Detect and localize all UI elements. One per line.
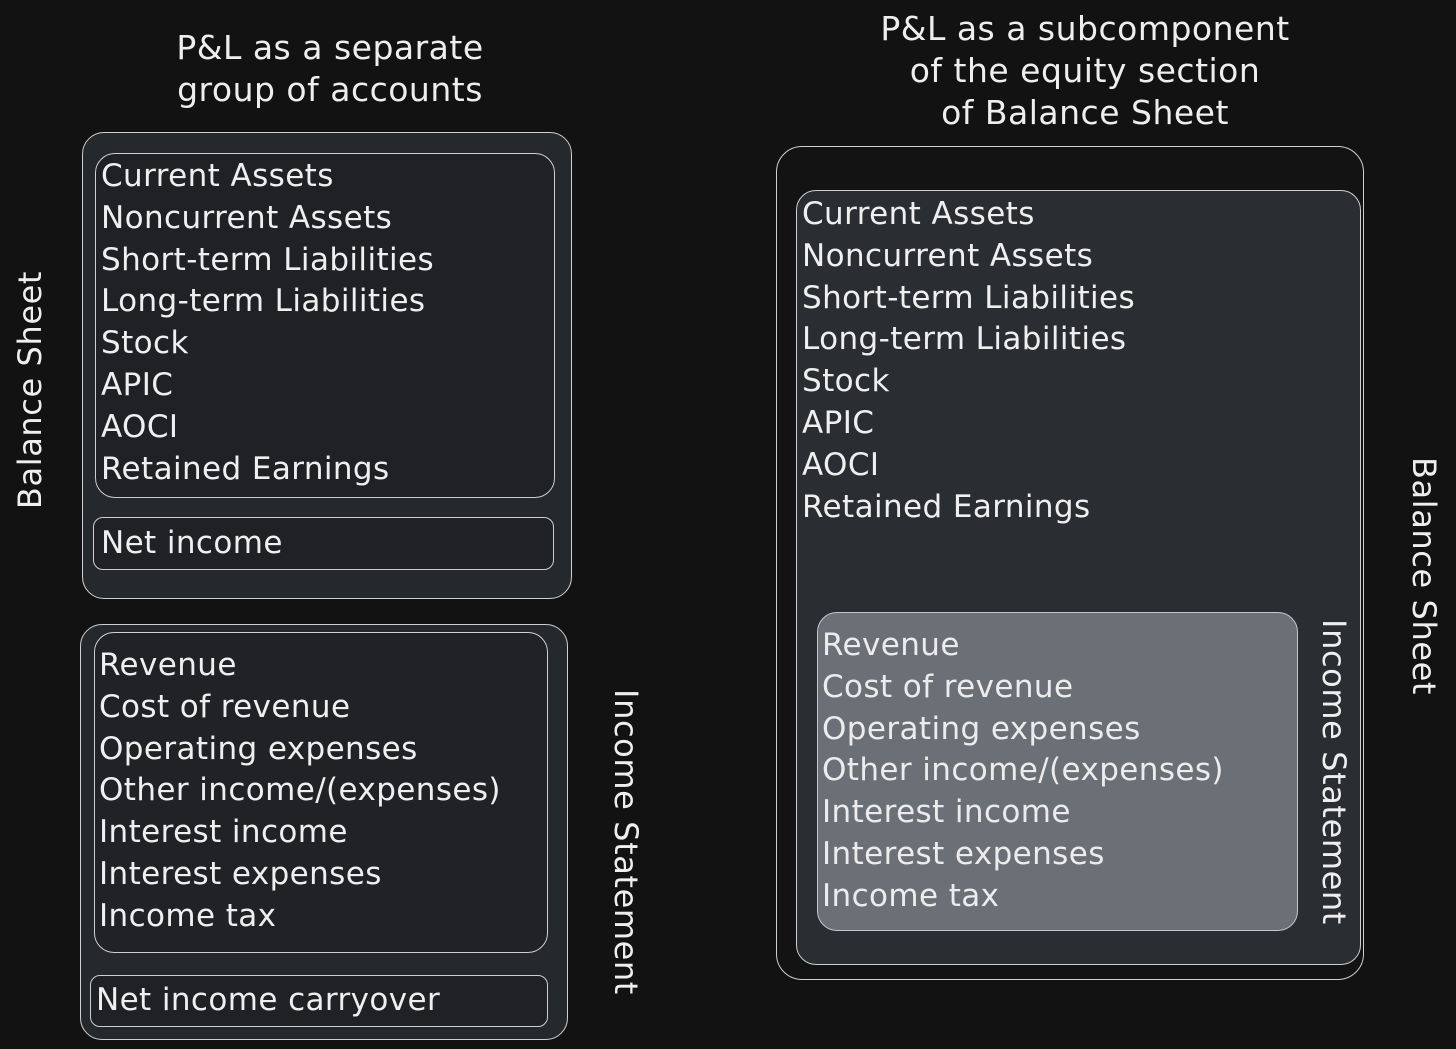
left-net-income-label: Net income — [101, 525, 283, 561]
right-title-line-1: P&L as a subcomponent — [880, 9, 1290, 48]
list-item: AOCI — [101, 408, 179, 445]
list-item: Other income/(expenses) — [822, 752, 1224, 789]
list-item: Noncurrent Assets — [101, 199, 393, 236]
list-item: Current Assets — [101, 158, 334, 194]
right-income-statement-label: Income Statement — [1315, 619, 1353, 925]
list-item: APIC — [101, 366, 174, 403]
list-item: Income tax — [99, 897, 277, 934]
left-balance-accounts-box — [95, 153, 555, 498]
list-item: Cost of revenue — [822, 668, 1074, 705]
list-item: Retained Earnings — [101, 450, 390, 487]
list-item: Current Assets — [802, 196, 1035, 232]
left-balance-accounts-list: Current Assets Noncurrent Assets Short-t… — [101, 156, 434, 490]
right-title: P&L as a subcomponent of the equity sect… — [860, 8, 1310, 134]
left-net-income-box — [93, 517, 554, 570]
left-title: P&L as a separate group of accounts — [130, 27, 530, 111]
list-item: Stock — [101, 325, 189, 362]
list-item: Noncurrent Assets — [802, 237, 1094, 274]
list-item: Short-term Liabilities — [802, 279, 1136, 316]
list-item: Interest income — [99, 814, 348, 851]
left-income-accounts-list: Revenue Cost of revenue Operating expens… — [99, 645, 501, 938]
list-item: Stock — [802, 363, 890, 400]
list-item: Revenue — [99, 647, 237, 683]
list-item: Operating expenses — [99, 730, 418, 767]
list-item: AOCI — [802, 446, 880, 483]
right-income-statement-box — [817, 612, 1298, 931]
list-item: APIC — [802, 404, 875, 441]
list-item: Income tax — [822, 877, 1000, 914]
list-item: Retained Earnings — [802, 488, 1091, 525]
right-balance-accounts-list: Current Assets Noncurrent Assets Short-t… — [802, 194, 1135, 528]
right-title-line-2: of the equity section — [909, 51, 1261, 90]
left-title-line-2: group of accounts — [177, 70, 483, 109]
list-item: Interest expenses — [99, 855, 382, 892]
left-carryover-box — [90, 975, 548, 1027]
list-item: Cost of revenue — [99, 688, 351, 725]
left-income-accounts-box — [94, 632, 548, 953]
list-item: Revenue — [822, 627, 960, 663]
right-title-line-3: of Balance Sheet — [941, 93, 1229, 132]
list-item: Operating expenses — [822, 710, 1141, 747]
list-item: Interest expenses — [822, 835, 1105, 872]
list-item: Interest income — [822, 794, 1071, 831]
left-income-statement-label: Income Statement — [607, 689, 645, 995]
left-title-line-1: P&L as a separate — [176, 28, 484, 67]
list-item: Other income/(expenses) — [99, 772, 501, 809]
list-item: Long-term Liabilities — [101, 283, 426, 320]
list-item: Long-term Liabilities — [802, 321, 1127, 358]
right-income-accounts-list: Revenue Cost of revenue Operating expens… — [822, 625, 1224, 918]
right-balance-sheet-label: Balance Sheet — [1405, 456, 1443, 696]
left-carryover-label: Net income carryover — [96, 982, 441, 1018]
list-item: Short-term Liabilities — [101, 241, 435, 278]
left-balance-sheet-label: Balance Sheet — [11, 270, 49, 510]
